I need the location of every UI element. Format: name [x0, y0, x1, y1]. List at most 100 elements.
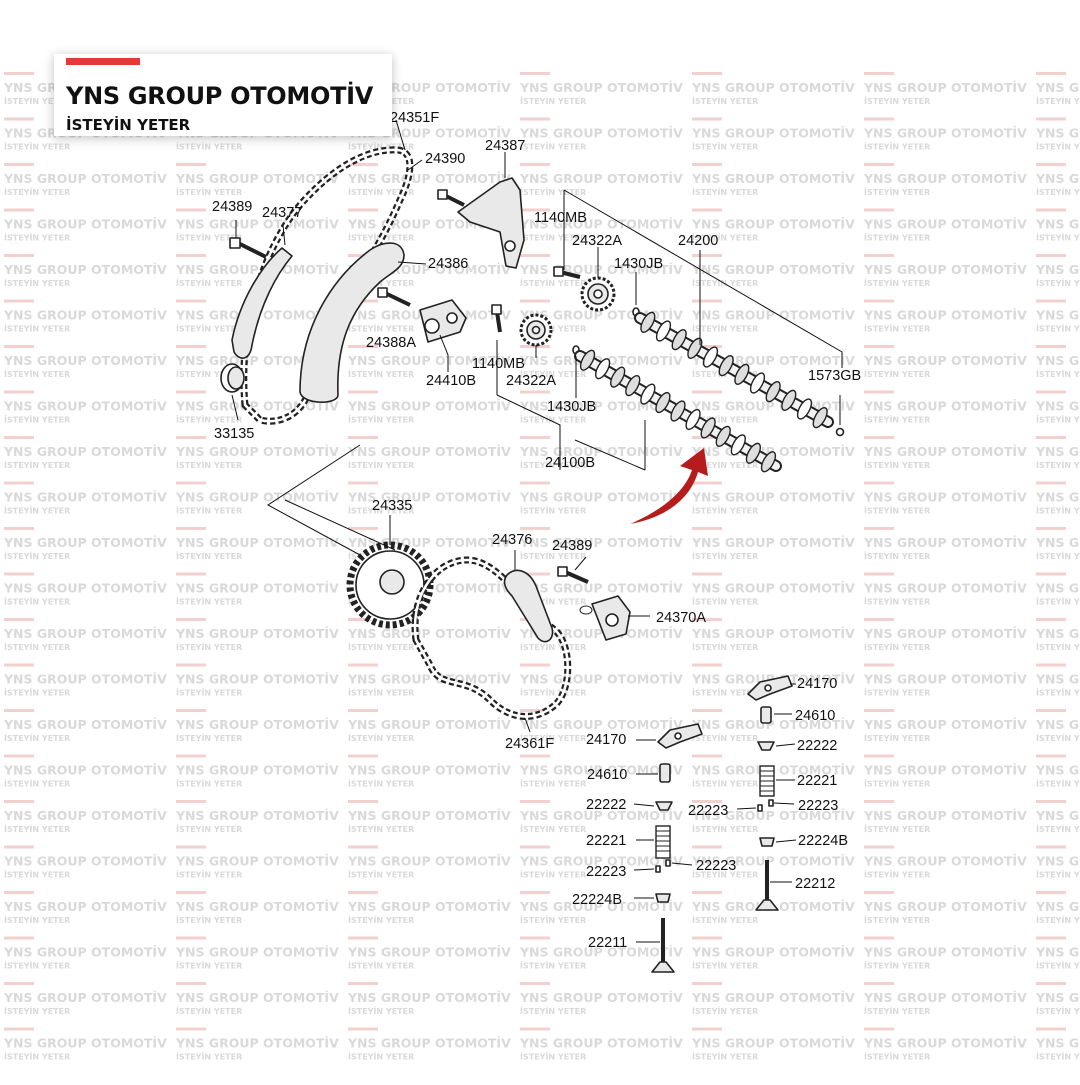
watermark-bar [520, 663, 550, 667]
watermark-name: YNS GROUP OTOMOTİV [3, 945, 167, 960]
cam-lobe [745, 442, 762, 464]
chain-guide-24376 [503, 569, 554, 643]
watermark-slogan: İSTEYİN YETER [4, 96, 70, 106]
leader-lines [231, 119, 843, 943]
watermark-slogan: İSTEYİN YETER [1036, 915, 1080, 925]
watermark-slogan: İSTEYİN YETER [520, 961, 586, 971]
watermark-bar [4, 208, 34, 212]
watermark-bar [176, 891, 206, 894]
watermark-slogan: İSTEYİN YETER [176, 369, 242, 379]
watermark-slogan: İSTEYİN YETER [176, 278, 242, 288]
watermark-bar [4, 390, 34, 394]
watermark-slogan: İSTEYİN YETER [520, 324, 586, 334]
watermark-bar [864, 618, 894, 621]
watermark-slogan: İSTEYİN YETER [348, 1006, 414, 1016]
watermark-bar [520, 481, 550, 485]
watermark-name: YNS GROUP OTOMOTİV [347, 171, 511, 186]
bolt-1140MB-lower [491, 304, 502, 333]
watermark-bar [692, 345, 722, 348]
watermark-name: YNS GROUP OTOMOTİV [347, 1036, 511, 1051]
bolt-24389-upper [229, 237, 267, 259]
watermark-bar [1036, 618, 1066, 621]
watermark-name: YNS GROUP OTOMOTİV [863, 899, 1027, 914]
watermark-slogan: İSTEYİN YETER [348, 324, 414, 334]
label-1573GB: 1573GB [808, 368, 861, 384]
watermark-bar [1036, 1027, 1066, 1031]
watermark-slogan: İSTEYİN YETER [1036, 460, 1080, 470]
hydraulic-tensioner-24410B [419, 299, 467, 343]
watermark-name: YNS GROUP OTOMOTİV [691, 626, 855, 641]
watermark-bar [520, 72, 550, 75]
watermark-slogan: İSTEYİN YETER [176, 961, 242, 971]
watermark-bar [348, 936, 378, 940]
watermark-slogan: İSTEYİN YETER [864, 278, 930, 288]
watermark-bar [692, 527, 722, 530]
watermark-bar [520, 254, 550, 257]
watermark-bar [520, 1027, 550, 1031]
watermark-slogan: İSTEYİN YETER [4, 187, 70, 197]
watermark-bar [692, 117, 722, 121]
label-24200: 24200 [678, 233, 718, 249]
watermark-name: YNS GROUP OTOMOTİV [347, 854, 511, 869]
camshaft-24100B [574, 349, 782, 473]
watermark-slogan: İSTEYİN YETER [1036, 779, 1080, 789]
watermark-name: YNS GROUP OTOMOTİV [175, 626, 339, 641]
cam-lobe [700, 417, 716, 439]
watermark-bar [864, 845, 894, 849]
cam-lobe [760, 451, 777, 473]
part-labels: 24351F 24390 24387 24389 24377 1140MB 24… [212, 110, 861, 951]
watermark-bar [692, 390, 722, 394]
cam-lobe [640, 311, 656, 333]
cam-lobe [655, 320, 672, 342]
chain-guide-24377 [231, 247, 293, 359]
watermark-slogan: İSTEYİN YETER [1036, 1006, 1080, 1016]
watermark-bar [520, 936, 550, 940]
watermark-bar [1036, 800, 1066, 803]
watermark-slogan: İSTEYİN YETER [176, 779, 242, 789]
rocker-arm-24170-left [657, 723, 703, 749]
label-24389-lower: 24389 [552, 538, 592, 554]
watermark-slogan: İSTEYİN YETER [348, 961, 414, 971]
watermark-bar [176, 754, 206, 758]
watermark-bar [1036, 254, 1066, 257]
watermark-slogan: İSTEYİN YETER [348, 142, 414, 152]
watermark-slogan: İSTEYİN YETER [1036, 961, 1080, 971]
watermark-bar [176, 390, 206, 394]
label-24335: 24335 [372, 498, 412, 514]
watermark-name: YNS GROUP OTOMOTİV [1035, 308, 1080, 323]
watermark-slogan: İSTEYİN YETER [348, 779, 414, 789]
camshaft-body-highlight [636, 314, 832, 426]
cam-lobe [685, 408, 701, 431]
watermark-name: YNS GROUP OTOMOTİV [175, 717, 339, 732]
watermark-bar [348, 845, 378, 849]
watermark-bar [520, 709, 550, 712]
cam-lobe [718, 355, 734, 377]
watermark-name: YNS GROUP OTOMOTİV [175, 490, 339, 505]
watermark-slogan: İSTEYİN YETER [692, 642, 758, 652]
label-22223-left-a: 22223 [586, 864, 626, 880]
watermark-bar [4, 663, 34, 667]
cam-lobe [670, 400, 686, 422]
valve-22211 [651, 918, 675, 973]
watermark-slogan: İSTEYİN YETER [520, 1052, 586, 1062]
watermark-slogan: İSTEYİN YETER [4, 870, 70, 880]
watermark-bar [864, 208, 894, 212]
cam-lobe [655, 391, 671, 414]
watermark-slogan: İSTEYİN YETER [520, 460, 586, 470]
watermark-slogan: İSTEYİN YETER [1036, 870, 1080, 880]
watermark-name: YNS GROUP OTOMOTİV [519, 581, 683, 596]
watermark-name: YNS GROUP OTOMOTİV [1035, 80, 1080, 95]
watermark-slogan: İSTEYİN YETER [4, 324, 70, 334]
watermark-name: YNS GROUP OTOMOTİV [863, 399, 1027, 414]
watermark-name: YNS GROUP OTOMOTİV [863, 581, 1027, 596]
watermark-bar [1036, 208, 1066, 212]
watermark-slogan: İSTEYİN YETER [520, 551, 586, 561]
cam-lobe [734, 363, 750, 385]
watermark-name: YNS GROUP OTOMOTİV [863, 717, 1027, 732]
watermark-bar [520, 436, 550, 439]
cam-lobe [749, 372, 766, 394]
watermark-bar [1036, 709, 1066, 712]
watermark-slogan: İSTEYİN YETER [520, 233, 586, 243]
watermark-bar [692, 936, 722, 940]
